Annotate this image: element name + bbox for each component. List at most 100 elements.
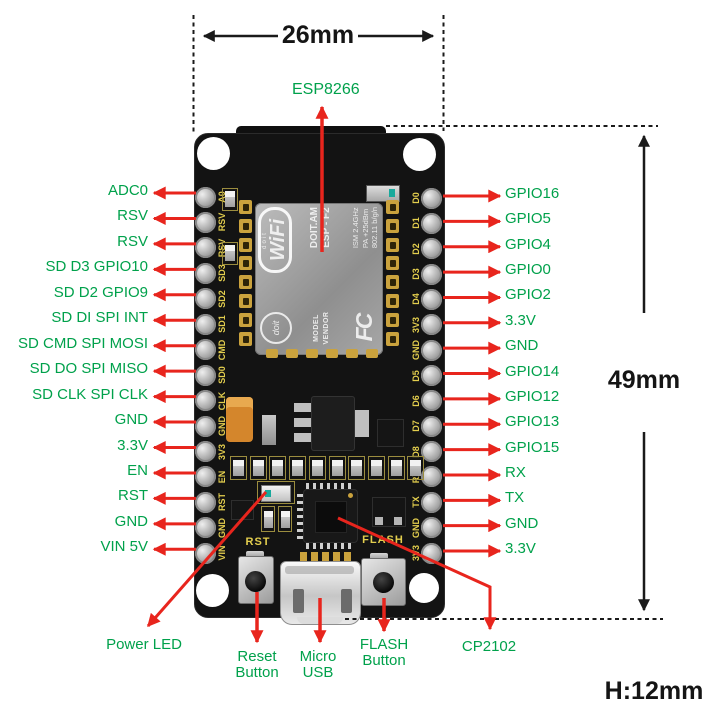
pin-label-right-D1: GPIO5 [505,210,551,228]
module-pad-dot [243,241,249,249]
tantalum-capacitor [226,397,253,442]
module-pad-dot [390,335,396,343]
resistor-chip [390,460,402,476]
pin-header-left-CMD [195,339,216,361]
qfn-pins [306,483,355,489]
pin-header-left-SD3 [195,262,216,284]
pin-header-left-SD0 [195,364,216,386]
module-pad [326,349,338,358]
module-pad-dot [390,298,396,305]
module-pad-dot [390,241,396,249]
module-pad [286,349,298,358]
pin-header-right-D6 [421,390,442,412]
pin-label-right-D8: GPIO15 [505,438,560,456]
resistor-chip [252,460,264,476]
resistor-chip [331,460,343,476]
resistor-chip [233,460,244,476]
pin-header-left-RSV [195,211,216,233]
voltage-regulator [311,396,355,451]
pin-header-left-GND [195,415,216,437]
resistor-chip [225,191,235,207]
resistor-outline [367,456,385,480]
module-pad-dot [390,279,396,287]
pin-header-left-SD2 [195,288,216,310]
resistor-chip [272,460,284,476]
pin-label-right-D3: GPIO0 [505,261,551,279]
pin-label-left-GND: GND [114,411,148,429]
micro-usb-label-1: Micro [299,648,337,665]
pin-header-right-3V3 [421,314,442,336]
dim-thickness-label: H:12mm [604,677,704,705]
smd-led [366,185,400,202]
resistor-outline [222,188,238,211]
pin-label-left-VIN: VIN 5V [100,538,148,556]
module-pad-dot [243,222,249,230]
reset-button-label-1: Reset [237,648,277,665]
pin-label-right-GND: GND [505,514,539,532]
cp2102-label: CP2102 [461,638,517,655]
resistor-outline [222,242,238,265]
pin-header-left-SD1 [195,313,216,335]
module-pad-dot [243,335,249,343]
pin-label-left-3V3: 3.3V [117,436,148,454]
power-led-label: Power LED [106,636,182,653]
dim-height-label: 49mm [607,366,681,394]
resistor-outline [387,456,405,480]
smd-outline [278,506,292,532]
resistor-chip [351,460,363,476]
pin-label-right-D7: GPIO13 [505,413,560,431]
mounting-hole [197,137,230,170]
resistor-outline [407,456,425,480]
mounting-hole [403,138,436,171]
resistor-chip [311,460,323,476]
pin-header-left-3V3 [195,441,216,462]
pin-header-left-EN [195,466,216,488]
pin-header-right-D7 [421,415,442,437]
pin-label-right-D2: GPIO4 [505,235,551,253]
pin-header-right-D5 [421,365,442,387]
pin-label-right-D6: GPIO12 [505,387,560,405]
module-pad-dot [243,316,249,324]
regulator-leg [294,403,312,412]
pin-label-right-D4: GPIO2 [505,286,551,304]
usb-pin [333,552,340,562]
pin-header-right-GND [421,339,442,361]
pin-header-right-D0 [421,187,442,209]
resistor-outline [230,456,247,480]
usb-pin [311,552,318,562]
pin-label-left-CMD: SD CMD SPI MOSI [17,334,148,352]
resistor-outline [348,456,366,480]
smd-component [262,415,276,445]
module-pad-dot [390,204,396,211]
usb-pin [300,552,307,562]
resistor-outline [328,456,346,480]
regulator-leg [294,418,312,427]
pin-header-right-RX [421,466,442,488]
resistor-outline [249,456,267,480]
pin-label-right-D0: GPIO16 [505,185,560,202]
resistor-chip [225,245,235,261]
flash-button-label-1: FLASH [359,636,409,653]
regulator-leg [294,433,312,442]
pin-label-right-3V3: 3.3V [505,311,536,329]
module-pad [306,349,318,358]
pin-label-left-A0: ADC0 [107,182,148,199]
pin-label-left-RSV: RSV [117,232,148,250]
resistor-chip [410,460,422,476]
module-pad-dot [390,260,396,268]
qfn-pins [306,543,355,549]
module-pad-dot [243,260,249,268]
pin-label-left-RSV: RSV [117,207,148,225]
sot23-transistor [377,419,404,447]
dim-width-label: 26mm [278,21,358,50]
flash-button-label-2: Button [362,652,406,669]
pin-label-right-RX: RX [505,463,526,481]
usb-pin [322,552,329,562]
pin-header-right-D4 [421,288,442,310]
qfn-pins [297,493,303,539]
pin-label-left-SD0: SD DO SPI MISO [29,360,148,378]
resistor-outline [308,456,326,480]
module-pad-dot [390,222,396,230]
